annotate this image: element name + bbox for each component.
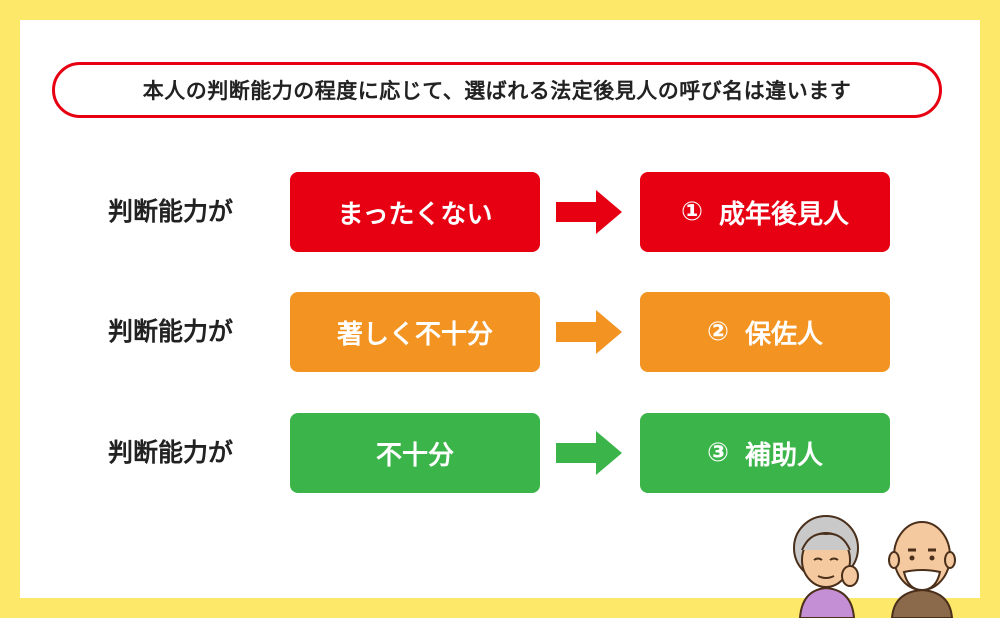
title-banner: 本人の判断能力の程度に応じて、選ばれる法定後見人の呼び名は違います: [52, 62, 942, 118]
result-box-2: ② 保佐人: [640, 292, 890, 372]
result-number-3: ③: [706, 438, 729, 468]
arrow-right-icon: [556, 190, 622, 234]
elderly-couple-illustration: [793, 515, 956, 618]
result-text-3: 補助人: [745, 440, 824, 471]
row-label-2: 判断能力が: [108, 317, 234, 346]
result-number-2: ②: [706, 317, 729, 347]
condition-box-3: 不十分: [290, 413, 540, 493]
arrow-right-icon: [556, 431, 622, 475]
arrow-right-icon: [556, 310, 622, 354]
row-label-3: 判断能力が: [108, 438, 234, 467]
elderly-man-icon: [888, 521, 956, 618]
result-text-1: 成年後見人: [719, 199, 850, 230]
result-box-1: ① 成年後見人: [640, 172, 890, 252]
title-text: 本人の判断能力の程度に応じて、選ばれる法定後見人の呼び名は違います: [142, 79, 852, 103]
result-box-3: ③ 補助人: [640, 413, 890, 493]
result-number-1: ①: [680, 197, 703, 227]
condition-text-1: まったくない: [337, 199, 493, 230]
condition-text-3: 不十分: [375, 440, 454, 471]
result-text-2: 保佐人: [745, 319, 824, 350]
row-label-1: 判断能力が: [108, 197, 234, 226]
condition-text-2: 著しく不十分: [336, 319, 493, 350]
condition-box-2: 著しく不十分: [290, 292, 540, 372]
condition-box-1: まったくない: [290, 172, 540, 252]
elderly-woman-icon: [793, 515, 859, 618]
